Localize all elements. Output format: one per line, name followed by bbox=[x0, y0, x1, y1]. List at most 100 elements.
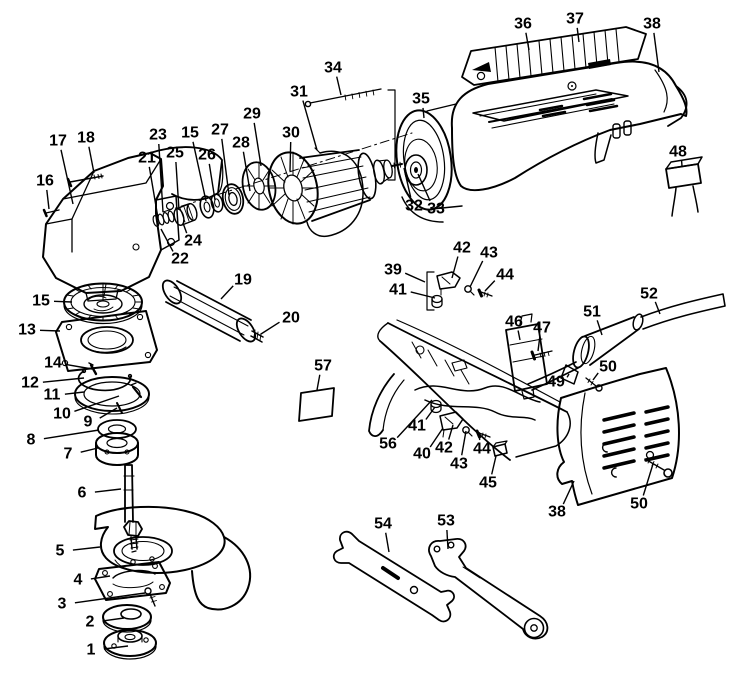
part-number: 1 bbox=[87, 642, 96, 659]
housing-tab bbox=[612, 123, 621, 139]
leader-line bbox=[80, 447, 99, 453]
housing-tab bbox=[623, 120, 632, 136]
power-cord bbox=[640, 293, 726, 330]
callout-34-screw: 34 bbox=[324, 60, 342, 96]
callout-49-cord-clamp: 49 bbox=[547, 373, 570, 391]
callout-4-inner-flange: 4 bbox=[74, 572, 111, 589]
part-number: 39 bbox=[384, 262, 402, 279]
part-number: 44 bbox=[496, 267, 514, 284]
leader-line bbox=[654, 301, 661, 315]
callout-44-screw-lower: 44 bbox=[473, 431, 491, 458]
part-number: 34 bbox=[324, 60, 342, 77]
leader-line bbox=[64, 391, 85, 395]
leader-line bbox=[74, 592, 146, 604]
armature-screw-34 bbox=[304, 88, 382, 108]
callout-32-bearing: 32 bbox=[403, 167, 423, 215]
leader-line bbox=[517, 330, 521, 341]
part-number: 29 bbox=[243, 106, 261, 123]
brush-41-lower bbox=[430, 399, 442, 414]
callout-2-clamp-washer: 2 bbox=[86, 614, 125, 631]
wiring bbox=[424, 399, 536, 421]
leader-line bbox=[242, 151, 251, 192]
leader-line bbox=[448, 424, 454, 440]
callout-8-washer: 8 bbox=[27, 429, 100, 449]
callout-46-switch: 46 bbox=[505, 314, 523, 341]
callout-1-flange-nut: 1 bbox=[87, 642, 129, 659]
part-number: 18 bbox=[77, 130, 95, 147]
callout-17-screw: 17 bbox=[49, 133, 74, 205]
part-number: 57 bbox=[314, 358, 332, 375]
cover-screw-50 bbox=[644, 458, 673, 478]
part-number: 43 bbox=[480, 245, 498, 262]
motor-housing bbox=[450, 60, 688, 192]
callout-11-cover-ring: 11 bbox=[44, 387, 85, 404]
callout-47-screw: 47 bbox=[533, 320, 551, 352]
part-number: 3 bbox=[58, 596, 67, 613]
leader-line bbox=[446, 529, 449, 550]
part-number: 14 bbox=[44, 355, 62, 372]
callout-28-retainer: 28 bbox=[232, 135, 251, 192]
callout-53-pin-spanner: 53 bbox=[437, 513, 455, 550]
part-number: 49 bbox=[547, 374, 565, 391]
leader-line bbox=[39, 329, 61, 332]
callout-31-bail: 31 bbox=[290, 84, 318, 151]
part-number: 21 bbox=[138, 150, 156, 167]
screw-43 bbox=[464, 285, 472, 293]
part-number: 23 bbox=[149, 127, 167, 144]
callout-20-stud: 20 bbox=[260, 310, 300, 335]
drive-train bbox=[152, 161, 277, 227]
part-number: 10 bbox=[53, 406, 71, 423]
leader-line bbox=[478, 431, 481, 441]
cord-clamp-49 bbox=[560, 364, 579, 385]
callout-23-washer: 23 bbox=[149, 127, 167, 213]
part-number: 50 bbox=[599, 359, 617, 376]
leader-line bbox=[208, 163, 216, 201]
part-number: 7 bbox=[64, 446, 73, 463]
leader-line bbox=[469, 260, 484, 288]
leader-line bbox=[537, 336, 541, 352]
part-number: 30 bbox=[282, 125, 300, 142]
leader-line bbox=[562, 480, 575, 505]
callout-56-deflector: 56 bbox=[379, 399, 433, 453]
part-number: 28 bbox=[232, 135, 250, 152]
leader-line bbox=[566, 373, 570, 378]
part-number: 50 bbox=[630, 496, 648, 513]
callout-50-screw-clamp: 50 bbox=[592, 359, 617, 381]
cord-protector bbox=[572, 313, 644, 369]
spindle-stack bbox=[74, 362, 150, 466]
part-number: 53 bbox=[437, 513, 455, 530]
callout-14-pin: 14 bbox=[44, 355, 93, 372]
callout-38-vent-cover: 38 bbox=[548, 480, 575, 521]
callout-44-screw-upper: 44 bbox=[484, 267, 514, 292]
part-number: 52 bbox=[640, 286, 658, 303]
motor-fan bbox=[267, 151, 319, 225]
leader-line bbox=[103, 645, 129, 650]
brush-holder bbox=[439, 411, 464, 431]
pin-spanner bbox=[428, 538, 549, 640]
callout-30-fan: 30 bbox=[282, 125, 300, 172]
leader-line bbox=[182, 222, 188, 234]
callout-12-retaining-ring: 12 bbox=[21, 375, 85, 392]
part-number: 33 bbox=[427, 201, 445, 218]
gear-case-screws bbox=[42, 173, 104, 218]
part-number: 35 bbox=[412, 91, 430, 108]
part-number: 40 bbox=[413, 446, 431, 463]
washer-26 bbox=[210, 193, 224, 213]
leader-line bbox=[385, 532, 390, 553]
part-number: 8 bbox=[27, 432, 36, 449]
leader-line bbox=[642, 463, 654, 496]
callout-43-screw-lower: 43 bbox=[450, 430, 468, 473]
leader-line bbox=[316, 374, 321, 391]
callout-48-suppressor: 48 bbox=[669, 144, 687, 167]
leader-line bbox=[461, 430, 467, 456]
callout-33-bearing: 33 bbox=[417, 173, 445, 218]
leader-line bbox=[90, 575, 111, 580]
part-number: 43 bbox=[450, 456, 468, 473]
leader-line bbox=[425, 406, 436, 420]
callout-39-brush-group: 39 bbox=[384, 262, 426, 283]
part-number: 5 bbox=[56, 543, 65, 560]
callout-40-brush-holder: 40 bbox=[413, 427, 444, 463]
part-number: 47 bbox=[533, 320, 551, 337]
vent-cover-plate bbox=[556, 367, 680, 506]
roller-pin bbox=[161, 279, 264, 343]
